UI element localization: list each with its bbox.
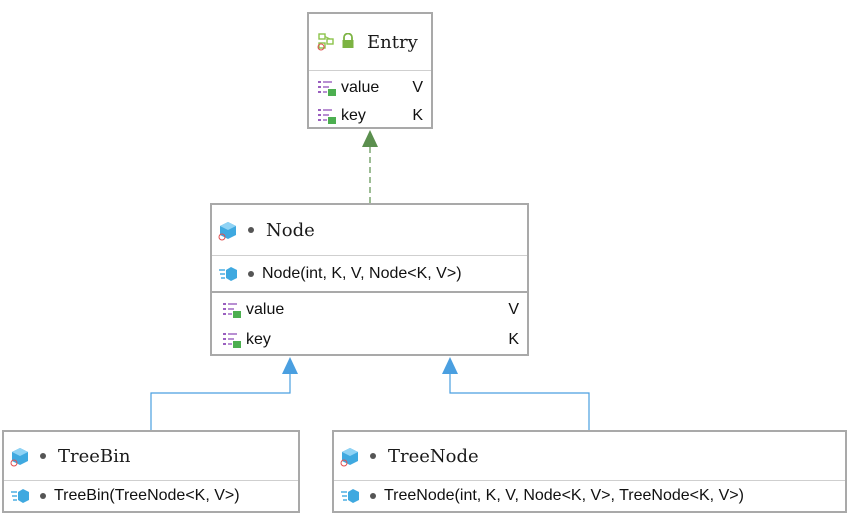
constructor-icon xyxy=(10,487,30,505)
visibility-dot xyxy=(40,493,46,499)
node-field-value: value V xyxy=(212,291,527,326)
visibility-dot xyxy=(370,493,376,499)
field-name: value xyxy=(341,78,380,96)
treenode-extends-line xyxy=(449,373,590,430)
node-title: Node xyxy=(266,219,315,241)
field-type: V xyxy=(508,300,519,318)
constructor-icon xyxy=(340,487,360,505)
interface-icon xyxy=(317,33,337,51)
node-field-key: key K xyxy=(212,326,527,354)
class-icon xyxy=(10,447,30,467)
constructor-icon xyxy=(218,265,238,283)
entry-field-key: key K xyxy=(309,104,431,128)
field-type: K xyxy=(508,331,519,348)
constructor-signature: TreeBin(TreeNode<K, V>) xyxy=(54,487,240,504)
lock-icon xyxy=(341,32,355,51)
treebin-header: TreeBin xyxy=(4,432,298,480)
entry-interface-box[interactable]: Entry value V key K xyxy=(307,12,433,129)
class-icon xyxy=(340,447,360,467)
treenode-class-box[interactable]: TreeNode TreeNode(int, K, V, Node<K, V>,… xyxy=(332,430,847,513)
treebin-constructor: TreeBin(TreeNode<K, V>) xyxy=(4,480,298,511)
node-class-box[interactable]: Node Node(int, K, V, Node<K, V>) value V xyxy=(210,203,529,356)
field-name: key xyxy=(246,331,271,348)
treenode-constructor: TreeNode(int, K, V, Node<K, V>, TreeNode… xyxy=(334,480,845,511)
field-icon xyxy=(317,79,337,97)
visibility-dot xyxy=(370,453,376,459)
field-icon xyxy=(222,331,242,349)
treebin-title: TreeBin xyxy=(58,445,131,467)
treenode-extends-arrowhead xyxy=(442,357,458,374)
visibility-dot xyxy=(248,227,254,233)
treebin-extends-arrowhead xyxy=(282,357,298,374)
treebin-class-box[interactable]: TreeBin TreeBin(TreeNode<K, V>) xyxy=(2,430,300,513)
field-name: value xyxy=(246,300,285,318)
field-type: V xyxy=(412,78,423,96)
field-icon xyxy=(317,107,337,125)
class-icon xyxy=(218,221,238,241)
node-header: Node xyxy=(212,205,527,255)
visibility-dot xyxy=(40,453,46,459)
entry-header: Entry xyxy=(309,14,431,70)
treenode-header: TreeNode xyxy=(334,432,845,480)
constructor-signature: TreeNode(int, K, V, Node<K, V>, TreeNode… xyxy=(384,487,744,504)
treebin-extends-line xyxy=(150,373,291,430)
node-constructor: Node(int, K, V, Node<K, V>) xyxy=(212,255,527,291)
implements-arrowhead xyxy=(362,130,378,147)
field-type: K xyxy=(412,107,423,124)
entry-field-value: value V xyxy=(309,70,431,104)
visibility-dot xyxy=(248,270,254,277)
field-name: key xyxy=(341,107,366,124)
entry-title: Entry xyxy=(367,31,418,53)
treenode-title: TreeNode xyxy=(388,445,479,467)
field-icon xyxy=(222,301,242,319)
constructor-signature: Node(int, K, V, Node<K, V>) xyxy=(262,264,462,282)
